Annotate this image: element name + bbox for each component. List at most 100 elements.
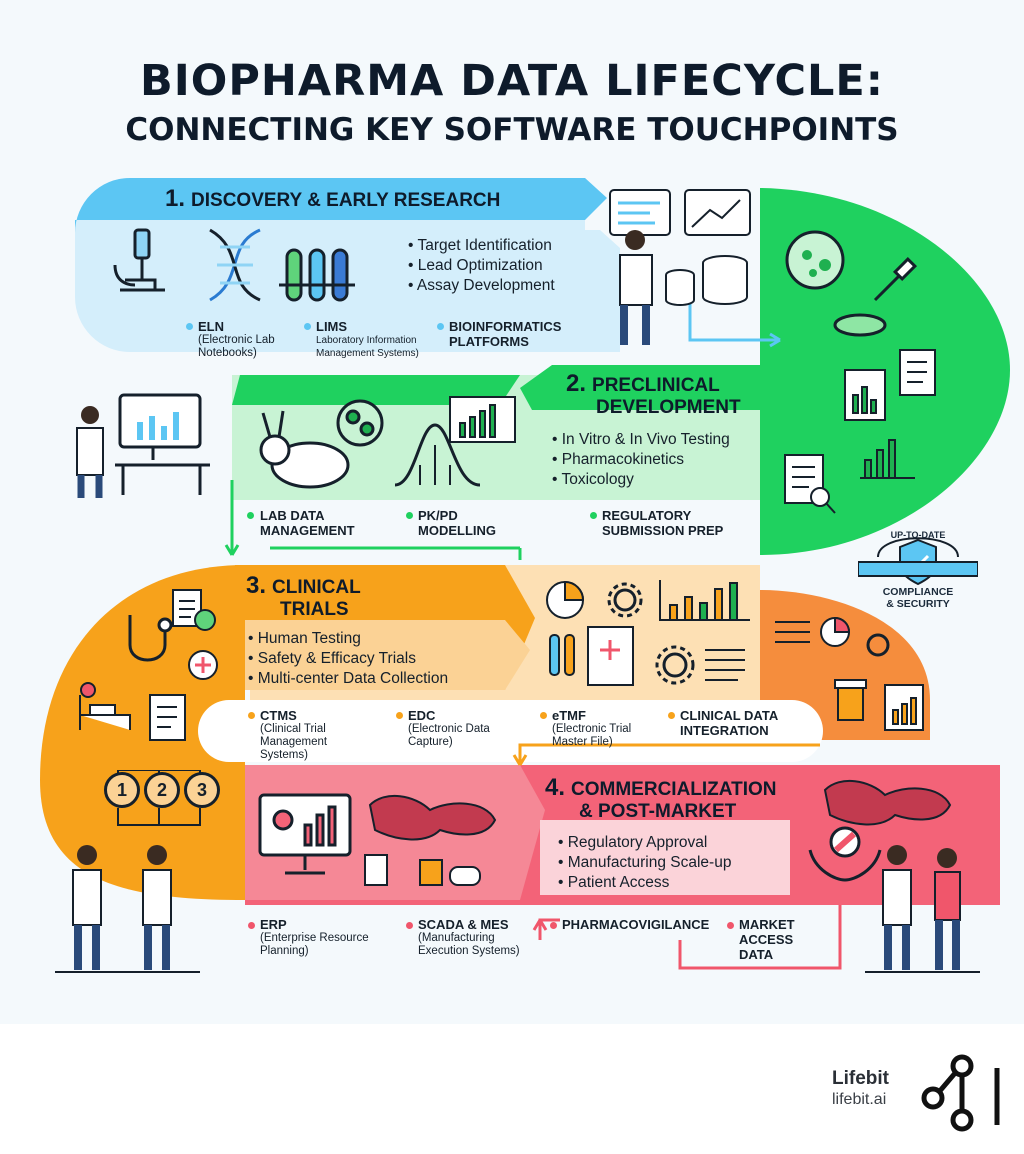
bullet-dot <box>437 323 444 330</box>
bullet-item: Target Identification <box>408 236 555 256</box>
compliance-badge <box>858 537 978 586</box>
tool-name: EDC <box>408 708 436 723</box>
monitor-chart-icon <box>449 396 516 443</box>
bullet-dot <box>304 323 311 330</box>
clinical-icons <box>79 589 218 741</box>
bullet-item: Lead Optimization <box>408 256 555 276</box>
stage-3-number: 3. <box>246 572 267 599</box>
growth-chart-icon <box>860 439 915 479</box>
medicine-bottle-icon <box>834 679 867 721</box>
bullet-item: Multi-center Data Collection <box>248 669 448 689</box>
scientist-monitor-illustration <box>76 393 210 498</box>
bullet-item: Patient Access <box>558 873 731 893</box>
tool-name: eTMF <box>552 708 586 723</box>
distribution-curve-icon <box>394 423 481 487</box>
tool-description: (Clinical Trial Management Systems) <box>260 723 328 761</box>
clipboard-icon <box>172 589 216 631</box>
tool-description: Laboratory Information Management System… <box>316 335 419 359</box>
bullet-dot <box>668 712 675 719</box>
tool-lab-data-management: LAB DATA MANAGEMENT <box>260 508 355 538</box>
tool-description: (Manufacturing Execution Systems) <box>418 932 520 957</box>
patient-access-icons <box>808 779 952 882</box>
report-icon <box>149 694 186 741</box>
stage-2-title: 2.PRECLINICAL DEVELOPMENT <box>566 370 741 419</box>
badge-ribbon-text: UP-TO-DATE <box>890 530 946 540</box>
medicine-bottles-icon <box>364 854 481 886</box>
stage-2-bullets: In Vitro & In Vivo Testing Pharmacokinet… <box>552 430 730 490</box>
clinical-data-icons <box>546 580 750 686</box>
rabbit-icon <box>259 410 350 489</box>
pie-chart-icon <box>820 616 851 647</box>
tool-name: ERP <box>260 917 287 932</box>
stage-4-number: 4. <box>545 774 566 801</box>
bar-chart-icon <box>659 580 750 621</box>
stage-4-name-line2: & POST-MARKET <box>579 801 737 822</box>
tool-description: (Enterprise Resource Planning) <box>260 932 369 957</box>
bullet-item: Pharmacokinetics <box>552 450 730 470</box>
stage-3-name-line1: CLINICAL <box>272 577 361 598</box>
tool-name: CTMS <box>260 708 297 723</box>
tool-pkpd-modelling: PK/PD MODELLING <box>418 508 496 538</box>
bullet-dot <box>550 922 557 929</box>
database-icon <box>665 255 748 306</box>
stage-4-bullets: Regulatory Approval Manufacturing Scale-… <box>558 833 732 893</box>
report-icon <box>884 684 924 731</box>
stage-2-name-line2: DEVELOPMENT <box>596 397 741 418</box>
bullet-dot <box>248 922 255 929</box>
pipette-icon <box>873 256 918 302</box>
doctors-illustration <box>55 845 200 973</box>
bullet-item: Toxicology <box>552 470 730 490</box>
tool-ctms: CTMS (Clinical Trial Management Systems) <box>260 708 370 762</box>
medical-document-icon <box>587 626 634 686</box>
stage-3-bullets: Human Testing Safety & Efficacy Trials M… <box>248 629 448 689</box>
tool-lims: LIMS Laboratory Information Management S… <box>316 319 441 360</box>
tool-clinical-data-integration: CLINICAL DATA INTEGRATION <box>680 708 778 738</box>
tool-scada-mes: SCADA & MES (Manufacturing Execution Sys… <box>418 917 538 958</box>
microscope-icon <box>113 228 165 292</box>
team-illustration <box>865 845 980 973</box>
lifebit-logo-icon <box>921 1054 1000 1132</box>
tool-edc: EDC (Electronic Data Capture) <box>408 708 518 749</box>
tool-eln: ELN (Electronic Lab Notebooks) <box>198 319 308 360</box>
stage-1-title: 1.DISCOVERY & EARLY RESEARCH <box>165 185 500 213</box>
step-3-circle: 3 <box>184 772 220 808</box>
badge-caption-line1: COMPLIANCE <box>882 586 954 598</box>
bullet-dot <box>406 512 413 519</box>
stage-3-name-line2: TRIALS <box>280 599 349 620</box>
infographic-canvas: BIOPHARMA DATA LIFECYCLE: CONNECTING KEY… <box>0 0 1024 1024</box>
stage-4-title: 4.COMMERCIALIZATION & POST-MARKET <box>545 774 776 823</box>
dashboard-monitor-icon <box>258 793 352 875</box>
brand-url[interactable]: lifebit.ai <box>832 1091 887 1108</box>
bullet-item: Safety & Efficacy Trials <box>248 649 448 669</box>
tool-market-access-data: MARKET ACCESS DATA <box>739 917 795 962</box>
process-steps-connector <box>117 770 201 826</box>
bullet-dot <box>540 712 547 719</box>
tool-bioinformatics: BIOINFORMATICS PLATFORMS <box>449 319 562 349</box>
commercialization-icons <box>258 793 497 886</box>
lab-equipment-icons <box>113 228 355 302</box>
test-tube-icon <box>549 634 575 676</box>
bullet-dot <box>590 512 597 519</box>
stage-2-number: 2. <box>566 370 587 397</box>
tool-name: ELN <box>198 319 224 334</box>
bullet-dot <box>727 922 734 929</box>
page-title: BIOPHARMA DATA LIFECYCLE: <box>140 56 884 106</box>
world-map-icon <box>823 779 952 826</box>
preclinical-lab-icons <box>784 230 936 514</box>
bullet-item: Human Testing <box>248 629 448 649</box>
tool-description: (Electronic Trial Master File) <box>552 723 632 748</box>
tool-regulatory-submission-prep: REGULATORY SUBMISSION PREP <box>602 508 724 538</box>
brand-name: Lifebit <box>832 1068 889 1089</box>
step-1-circle: 1 <box>104 772 140 808</box>
settings-gear-icon <box>655 645 695 685</box>
clinical-integration-icons <box>775 616 924 731</box>
bullet-dot <box>186 323 193 330</box>
stethoscope-icon <box>128 615 173 662</box>
bullet-dot <box>396 712 403 719</box>
caring-hands-icon <box>808 826 882 882</box>
sample-dish-icon <box>833 313 887 337</box>
bullet-item: Manufacturing Scale-up <box>558 853 732 873</box>
stage-1-number: 1. <box>165 185 186 212</box>
tool-description: (Electronic Lab Notebooks) <box>198 334 275 359</box>
bullet-dot <box>248 712 255 719</box>
